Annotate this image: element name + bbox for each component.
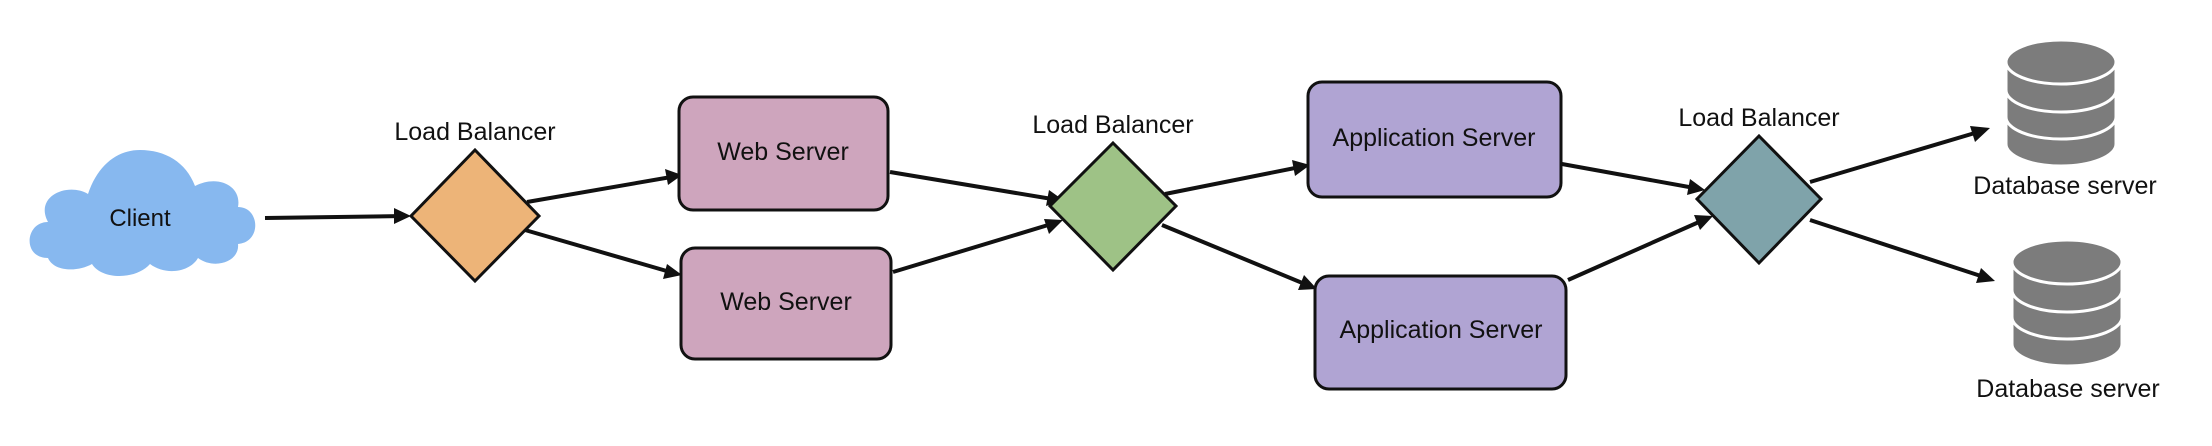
application-server-label: Application Server	[1333, 124, 1536, 152]
load-balancer-3[interactable]: Load Balancer	[1678, 104, 1840, 266]
arrow-lb2-to-app1	[1164, 164, 1306, 196]
arrowhead	[394, 208, 411, 224]
db-body	[2004, 60, 2118, 168]
load-balancer-1[interactable]: Load Balancer	[394, 118, 556, 284]
arrowhead	[1292, 160, 1310, 176]
database-server-label: Database server	[1976, 375, 2159, 403]
arrowhead	[665, 169, 682, 185]
arrowheads	[394, 126, 1995, 290]
arrowhead	[663, 264, 682, 279]
load-balancer-label: Load Balancer	[1032, 111, 1193, 139]
load-balancer-label: Load Balancer	[1678, 104, 1839, 132]
arrow-lb3-to-db1	[1809, 128, 1986, 184]
application-server-2[interactable]: Application Server	[1313, 274, 1568, 391]
db-band	[2010, 289, 2124, 314]
web-server-1[interactable]: Web Server	[677, 95, 890, 212]
database-server-label: Database server	[1973, 172, 2156, 200]
diamond-shape	[1694, 133, 1824, 266]
db-top	[2010, 238, 2124, 286]
arrow-lb2-to-app2	[1161, 223, 1313, 289]
client-label: Client	[109, 205, 171, 232]
web-server-2[interactable]: Web Server	[679, 246, 893, 361]
db-top	[2004, 38, 2118, 86]
diamond-shape	[1047, 140, 1179, 273]
arrow-app2-to-lb3	[1567, 216, 1709, 282]
application-server-label: Application Server	[1340, 316, 1543, 344]
server-box	[1313, 274, 1568, 391]
arrowhead	[1044, 219, 1063, 234]
arrowhead	[1970, 126, 1990, 142]
db-band	[2004, 116, 2118, 141]
db-band	[2010, 316, 2124, 341]
database-icon	[2004, 38, 2118, 168]
database-server-2[interactable]: Database server	[1976, 238, 2160, 403]
arrow-lb3-to-db2	[1809, 218, 1991, 281]
load-balancer-label: Load Balancer	[394, 118, 555, 146]
database-icon	[2010, 238, 2124, 368]
arrowhead	[1694, 215, 1713, 230]
arrowhead	[1298, 275, 1317, 290]
application-server-1[interactable]: Application Server	[1306, 80, 1563, 199]
web-server-label: Web Server	[720, 288, 852, 316]
arrowhead	[1046, 190, 1063, 206]
server-box	[1306, 80, 1563, 199]
diamond-shape	[408, 147, 542, 284]
load-balancer-2[interactable]: Load Balancer	[1032, 111, 1194, 273]
arrow-web1-to-lb2	[889, 170, 1059, 202]
web-server-label: Web Server	[717, 138, 849, 166]
arrowhead	[1687, 179, 1705, 195]
arrow-web2-to-lb2	[892, 220, 1059, 274]
arrowhead	[1976, 268, 1995, 283]
server-box	[677, 95, 890, 212]
arrow-lb1-to-web2	[524, 228, 678, 276]
server-box	[679, 246, 893, 361]
database-server-1[interactable]: Database server	[1973, 38, 2157, 200]
db-band	[2004, 89, 2118, 114]
client-node[interactable]: Client	[29, 150, 256, 276]
db-body	[2010, 260, 2124, 368]
arrow-app1-to-lb3	[1561, 162, 1701, 191]
cloud-icon	[29, 150, 256, 276]
arrow-lb1-to-web1	[526, 174, 678, 204]
connectors	[264, 128, 1991, 289]
arrow-client-to-lb1	[264, 211, 406, 222]
